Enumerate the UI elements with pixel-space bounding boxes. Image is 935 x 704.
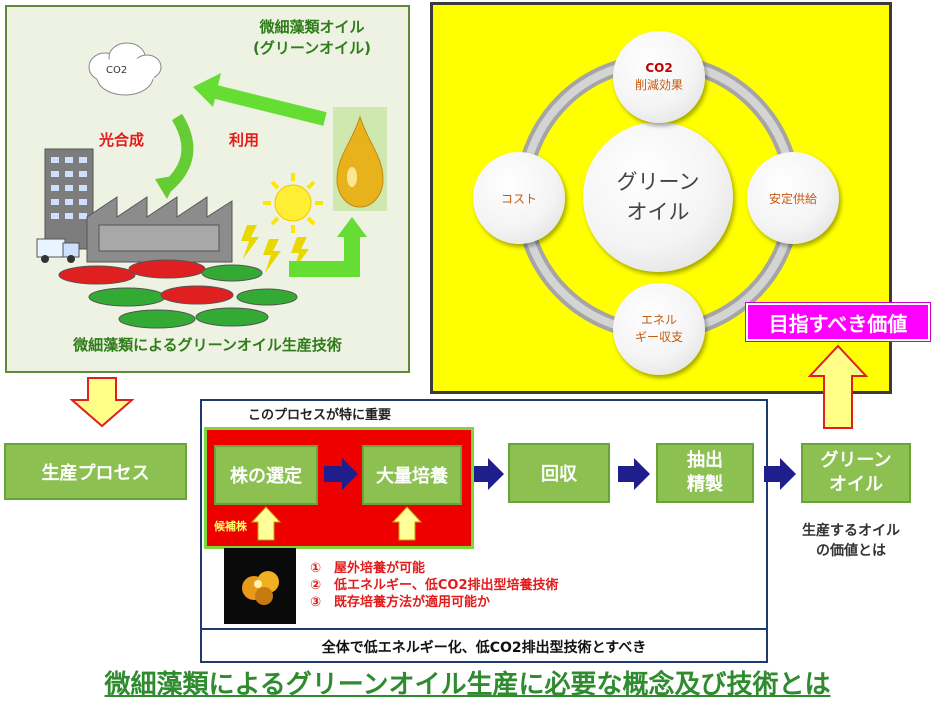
up-arrow-icon (808, 344, 868, 429)
co2-reduction-co2: CO2 (645, 61, 673, 75)
truck-icon (36, 238, 80, 263)
oil-title-line1: 微細藻類オイル (259, 18, 365, 36)
bottom-title: 微細藻類によるグリーンオイル生産に必要な概念及び技術とは (104, 670, 831, 700)
flow-arrow-4-icon (764, 458, 796, 490)
strain-selection-box: 株の選定 (214, 445, 318, 505)
candidate-strain-label: 候補株 (214, 520, 247, 533)
extraction-line2: 精製 (687, 474, 723, 495)
oil-drop-icon (336, 115, 384, 208)
center-line1: グリーン (616, 170, 700, 194)
condition-3: ③ 既存培養方法が適用可能か (310, 595, 491, 610)
sun-icon (263, 173, 323, 233)
growth-arrow-icon (289, 235, 360, 277)
oil-title: 微細藻類オイル (グリーンオイル) (217, 17, 407, 59)
stable-supply-label: 安定供給 (768, 191, 817, 206)
summary-divider (202, 628, 766, 630)
production-illustration (36, 42, 387, 329)
extraction-line1: 抽出 (687, 450, 723, 471)
green-oil-output-line2: オイル (828, 474, 883, 495)
recovery-box: 回収 (508, 443, 610, 503)
green-oil-output-box: グリーン オイル (801, 443, 911, 503)
extraction-box: 抽出 精製 (656, 443, 754, 503)
co2-reduction-effect: 削減効果 (634, 78, 683, 92)
oil-value-question-line1: 生産するオイル (802, 523, 900, 539)
cost-label: コスト (500, 191, 537, 206)
factory-icon (86, 196, 233, 263)
usage-label: 利用 (229, 131, 260, 149)
cost-circle: コスト (473, 152, 565, 244)
oil-value-question: 生産するオイル の価値とは (776, 521, 926, 561)
co2-label: CO2 (106, 65, 128, 76)
co2-cloud-icon (88, 42, 162, 96)
center-line2: オイル (626, 200, 690, 224)
algae-microscope-image (224, 548, 296, 624)
usage-arrow-icon (210, 84, 327, 126)
oil-value-question-line2: の価値とは (816, 543, 886, 559)
mass-culture-box: 大量培養 (362, 445, 462, 505)
energy-balance-circle: エネル ギー収支 (613, 283, 705, 375)
energy-line2: ギー収支 (634, 330, 683, 344)
building-icon (44, 148, 94, 250)
conditions-list: ① 屋外培養が可能 ② 低エネルギー、低CO2排出型培養技術 ③ 既存培養方法が… (310, 560, 559, 611)
down-arrow-icon (70, 377, 134, 428)
oil-title-line2: (グリーンオイル) (253, 39, 371, 57)
culture-ponds-icon (58, 259, 298, 329)
stable-supply-circle: 安定供給 (747, 152, 839, 244)
green-oil-production-panel: 微細藻類オイル (グリーンオイル) CO2 光合成 利用 微細藻類によるグリーン… (5, 5, 410, 373)
summary-text: 全体で低エネルギー化、低CO2排出型技術とすべき (321, 640, 647, 656)
condition-2: ② 低エネルギー、低CO2排出型培養技術 (310, 578, 559, 593)
photosynthesis-label: 光合成 (99, 131, 145, 149)
green-oil-output-line1: グリーン (820, 450, 892, 471)
condition-1: ① 屋外培養が可能 (310, 561, 426, 576)
lightning-icon (241, 225, 309, 273)
important-note: このプロセスが特に重要 (248, 408, 392, 423)
production-process-box: 生産プロセス (4, 443, 187, 500)
co2-reduction-circle: CO2 削減効果 (613, 31, 705, 123)
target-value-box: 目指すべき価値 (745, 302, 931, 342)
production-tech-caption: 微細藻類によるグリーンオイル生産技術 (73, 336, 342, 354)
green-oil-center-circle: グリーン オイル (583, 122, 733, 272)
energy-line1: エネル (640, 313, 677, 327)
